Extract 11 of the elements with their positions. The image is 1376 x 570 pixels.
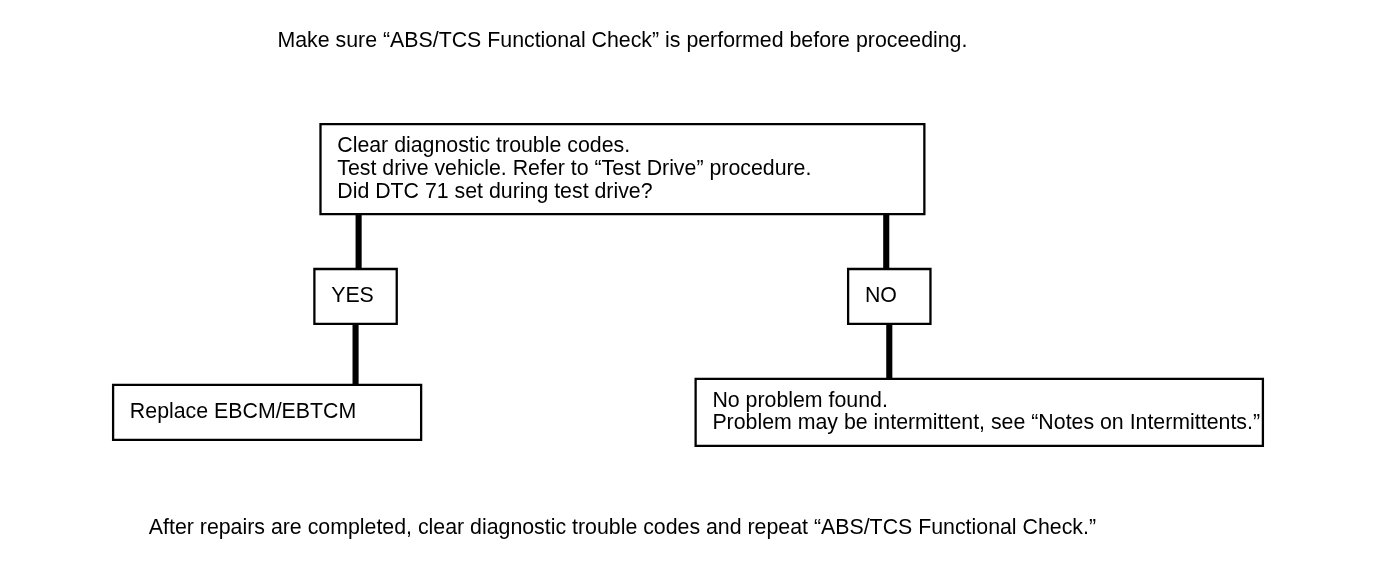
node-box: Replace EBCM/EBTCM (111, 383, 423, 441)
connector (352, 323, 359, 385)
node-box: No problem found. Problem may be intermittent, see “Notes on Intermittents.” (694, 377, 1265, 448)
connector (883, 214, 890, 269)
node-box: Clear diagnostic trouble codes. Test drive vehicle. Refer to “Test Drive” procedure. Did DTC 71 set during test drive? (319, 122, 926, 216)
connector (886, 323, 893, 379)
node-box: NO (846, 267, 932, 326)
node-box: YES (313, 267, 398, 326)
connector (355, 214, 362, 269)
label: After repairs are completed, clear diagnostic trouble codes and repeat “ABS/TCS Functional Check.” (148, 514, 1097, 539)
label: Make sure “ABS/TCS Functional Check” is performed before proceeding. (277, 28, 968, 53)
